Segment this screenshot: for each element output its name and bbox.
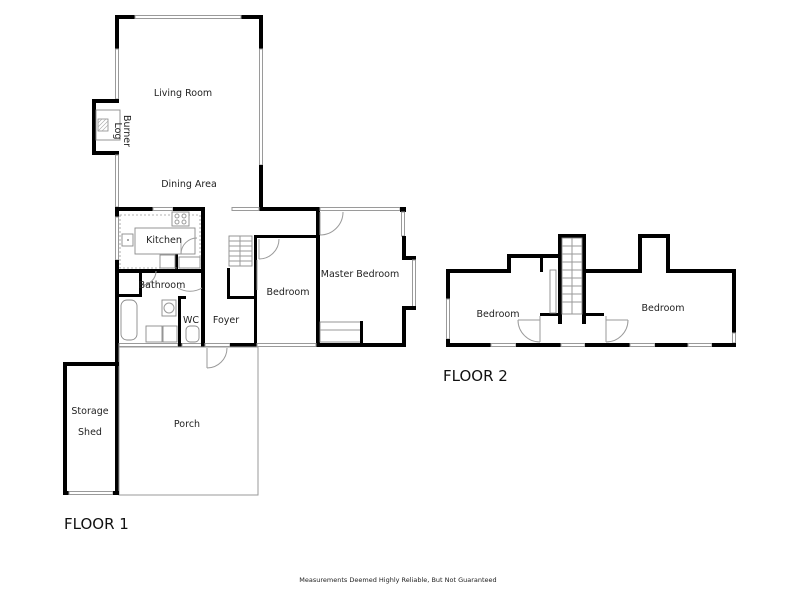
label-storage: Storage <box>71 406 108 417</box>
label-kitchen: Kitchen <box>146 235 182 246</box>
stairs-floor-1 <box>206 235 280 369</box>
log-burner-icon <box>95 109 121 141</box>
bathtub-icon <box>120 299 138 341</box>
service-block-walls <box>115 207 320 360</box>
label-dining-area: Dining Area <box>161 179 217 190</box>
label-living-room: Living Room <box>154 88 212 99</box>
disclaimer: Measurements Deemed Highly Reliable, But… <box>299 576 496 584</box>
floor-2-plan: Bedroom Bedroom <box>446 234 736 347</box>
label-floor2-bedroom-right: Bedroom <box>642 303 685 314</box>
kitchen-fixtures <box>119 211 201 269</box>
toilet-icon <box>185 325 200 343</box>
label-master-bedroom: Master Bedroom <box>321 269 399 280</box>
label-bathroom: Bathroom <box>139 280 186 291</box>
label-shed: Shed <box>78 427 102 438</box>
stove-icon <box>171 211 190 227</box>
porch-storage-walls <box>63 346 259 496</box>
label-log-burner-1: Log <box>112 123 123 140</box>
label-wc: WC <box>183 315 199 326</box>
label-foyer: Foyer <box>213 315 239 326</box>
living-room-walls <box>92 15 319 211</box>
label-log-burner-2: Burner <box>121 115 132 147</box>
floor-1-plan: Living Room Log Burner Dining Area Kitch… <box>63 15 416 496</box>
master-bedroom-walls <box>256 207 416 347</box>
bathroom-fixtures <box>120 270 203 343</box>
stairs-floor-2 <box>549 237 583 315</box>
label-porch: Porch <box>174 419 200 430</box>
floor-2-title: FLOOR 2 <box>443 367 508 385</box>
label-bedroom: Bedroom <box>267 287 310 298</box>
floor-1-title: FLOOR 1 <box>64 515 129 533</box>
label-floor2-bedroom-left: Bedroom <box>477 309 520 320</box>
